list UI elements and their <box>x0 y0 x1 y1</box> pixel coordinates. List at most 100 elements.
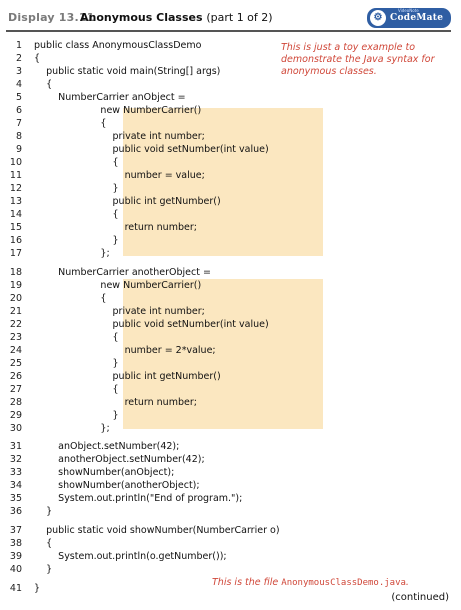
display-number: Display 13.11 <box>8 11 95 24</box>
file-annotation-prefix: This is the file <box>212 577 282 588</box>
code-line: 7 { <box>0 117 461 131</box>
code-text: showNumber(anObject); <box>34 467 175 478</box>
line-number: 36 <box>9 506 22 517</box>
line-number: 32 <box>9 454 22 465</box>
display-title-main: Anonymous Classes <box>80 11 203 24</box>
code-line: 33 showNumber(anObject); <box>0 466 461 480</box>
line-number: 28 <box>9 397 22 408</box>
code-line: 11 number = value; <box>0 169 461 183</box>
line-number: 35 <box>9 493 22 504</box>
code-text: { <box>34 209 119 220</box>
line-number: 26 <box>9 371 22 382</box>
file-name: AnonymousClassDemo.java <box>281 578 406 588</box>
line-number: 25 <box>9 358 22 369</box>
code-text: }; <box>34 423 110 434</box>
code-line: 40 } <box>0 563 461 577</box>
codemate-logo: ⚙ VideoNote CodeMate <box>367 8 451 28</box>
line-number: 7 <box>15 118 22 129</box>
code-line: 24 number = 2*value; <box>0 344 461 358</box>
gear-emblem-icon: ⚙ <box>370 10 386 26</box>
code-text: } <box>34 506 53 517</box>
code-line: 35 System.out.println("End of program.")… <box>0 492 461 506</box>
line-number: 31 <box>9 441 22 452</box>
code-line: 5 NumberCarrier anObject = <box>0 91 461 105</box>
code-text: { <box>34 79 53 90</box>
code-text: }; <box>34 248 110 259</box>
code-text: } <box>34 583 41 594</box>
line-number: 8 <box>15 131 22 142</box>
line-number: 4 <box>15 79 22 90</box>
line-number: 5 <box>15 92 22 103</box>
line-number: 27 <box>9 384 22 395</box>
code-text: } <box>34 235 119 246</box>
code-line: 41} <box>0 582 461 596</box>
code-text: anotherObject.setNumber(42); <box>34 454 205 465</box>
code-line: 14 { <box>0 208 461 222</box>
line-number: 24 <box>9 345 22 356</box>
code-text: { <box>34 332 119 343</box>
line-number: 41 <box>9 583 22 594</box>
logo-small-text: VideoNote <box>398 8 419 13</box>
line-number: 10 <box>9 157 22 168</box>
line-number: 38 <box>9 538 22 549</box>
line-number: 30 <box>9 423 22 434</box>
code-text: public static void main(String[] args) <box>34 66 221 77</box>
code-line: 34 showNumber(anotherObject); <box>0 479 461 493</box>
code-line: 19 new NumberCarrier() <box>0 279 461 293</box>
code-line: 26 public int getNumber() <box>0 370 461 384</box>
code-text: return number; <box>34 222 197 233</box>
annotation-note: This is just a toy example to demonstrat… <box>281 42 435 77</box>
logo-text: CodeMate <box>390 13 444 23</box>
line-number: 19 <box>9 280 22 291</box>
code-line: 28 return number; <box>0 396 461 410</box>
line-number: 39 <box>9 551 22 562</box>
code-text: public void setNumber(int value) <box>34 319 269 330</box>
code-text: public int getNumber() <box>34 196 221 207</box>
code-line: 38 { <box>0 537 461 551</box>
code-text: } <box>34 564 53 575</box>
continued-label: (continued) <box>391 592 449 603</box>
code-text: { <box>34 538 53 549</box>
display-title-part: (part 1 of 2) <box>206 11 273 24</box>
code-line: 31 anObject.setNumber(42); <box>0 440 461 454</box>
anonymous-class-highlight-2 <box>123 279 323 429</box>
code-line: 18 NumberCarrier anotherObject = <box>0 266 461 280</box>
code-line: 4 { <box>0 78 461 92</box>
code-line: 2{ <box>0 52 461 66</box>
line-number: 9 <box>15 144 22 155</box>
line-number: 17 <box>9 248 22 259</box>
code-text: System.out.println("End of program."); <box>34 493 243 504</box>
code-text: showNumber(anotherObject); <box>34 480 200 491</box>
code-line: 3 public static void main(String[] args) <box>0 65 461 79</box>
line-number: 3 <box>15 66 22 77</box>
code-line: 30 }; <box>0 422 461 436</box>
code-text: public class AnonymousClassDemo <box>34 40 202 51</box>
file-annotation: This is the file AnonymousClassDemo.java… <box>212 577 409 589</box>
line-number: 1 <box>15 40 22 51</box>
code-text: private int number; <box>34 131 205 142</box>
code-text: } <box>34 183 119 194</box>
line-number: 14 <box>9 209 22 220</box>
line-number: 37 <box>9 525 22 536</box>
line-number: 13 <box>9 196 22 207</box>
display-header: Display 13.11 Anonymous Classes (part 1 … <box>0 0 461 36</box>
code-line: 25 } <box>0 357 461 371</box>
code-line: 9 public void setNumber(int value) <box>0 143 461 157</box>
code-line: 1 public class AnonymousClassDemo <box>0 39 461 53</box>
code-line: 23 { <box>0 331 461 345</box>
line-number: 21 <box>9 306 22 317</box>
line-number: 16 <box>9 235 22 246</box>
code-line: 6 new NumberCarrier() <box>0 104 461 118</box>
line-number: 29 <box>9 410 22 421</box>
code-line: 20 { <box>0 292 461 306</box>
code-text: return number; <box>34 397 197 408</box>
code-line: 21 private int number; <box>0 305 461 319</box>
code-text: } <box>34 410 119 421</box>
code-line: 17 }; <box>0 247 461 261</box>
display-title: Anonymous Classes (part 1 of 2) <box>80 11 273 24</box>
line-number: 18 <box>9 267 22 278</box>
line-number: 40 <box>9 564 22 575</box>
code-text: { <box>34 157 119 168</box>
code-line: 16 } <box>0 234 461 248</box>
line-number: 20 <box>9 293 22 304</box>
